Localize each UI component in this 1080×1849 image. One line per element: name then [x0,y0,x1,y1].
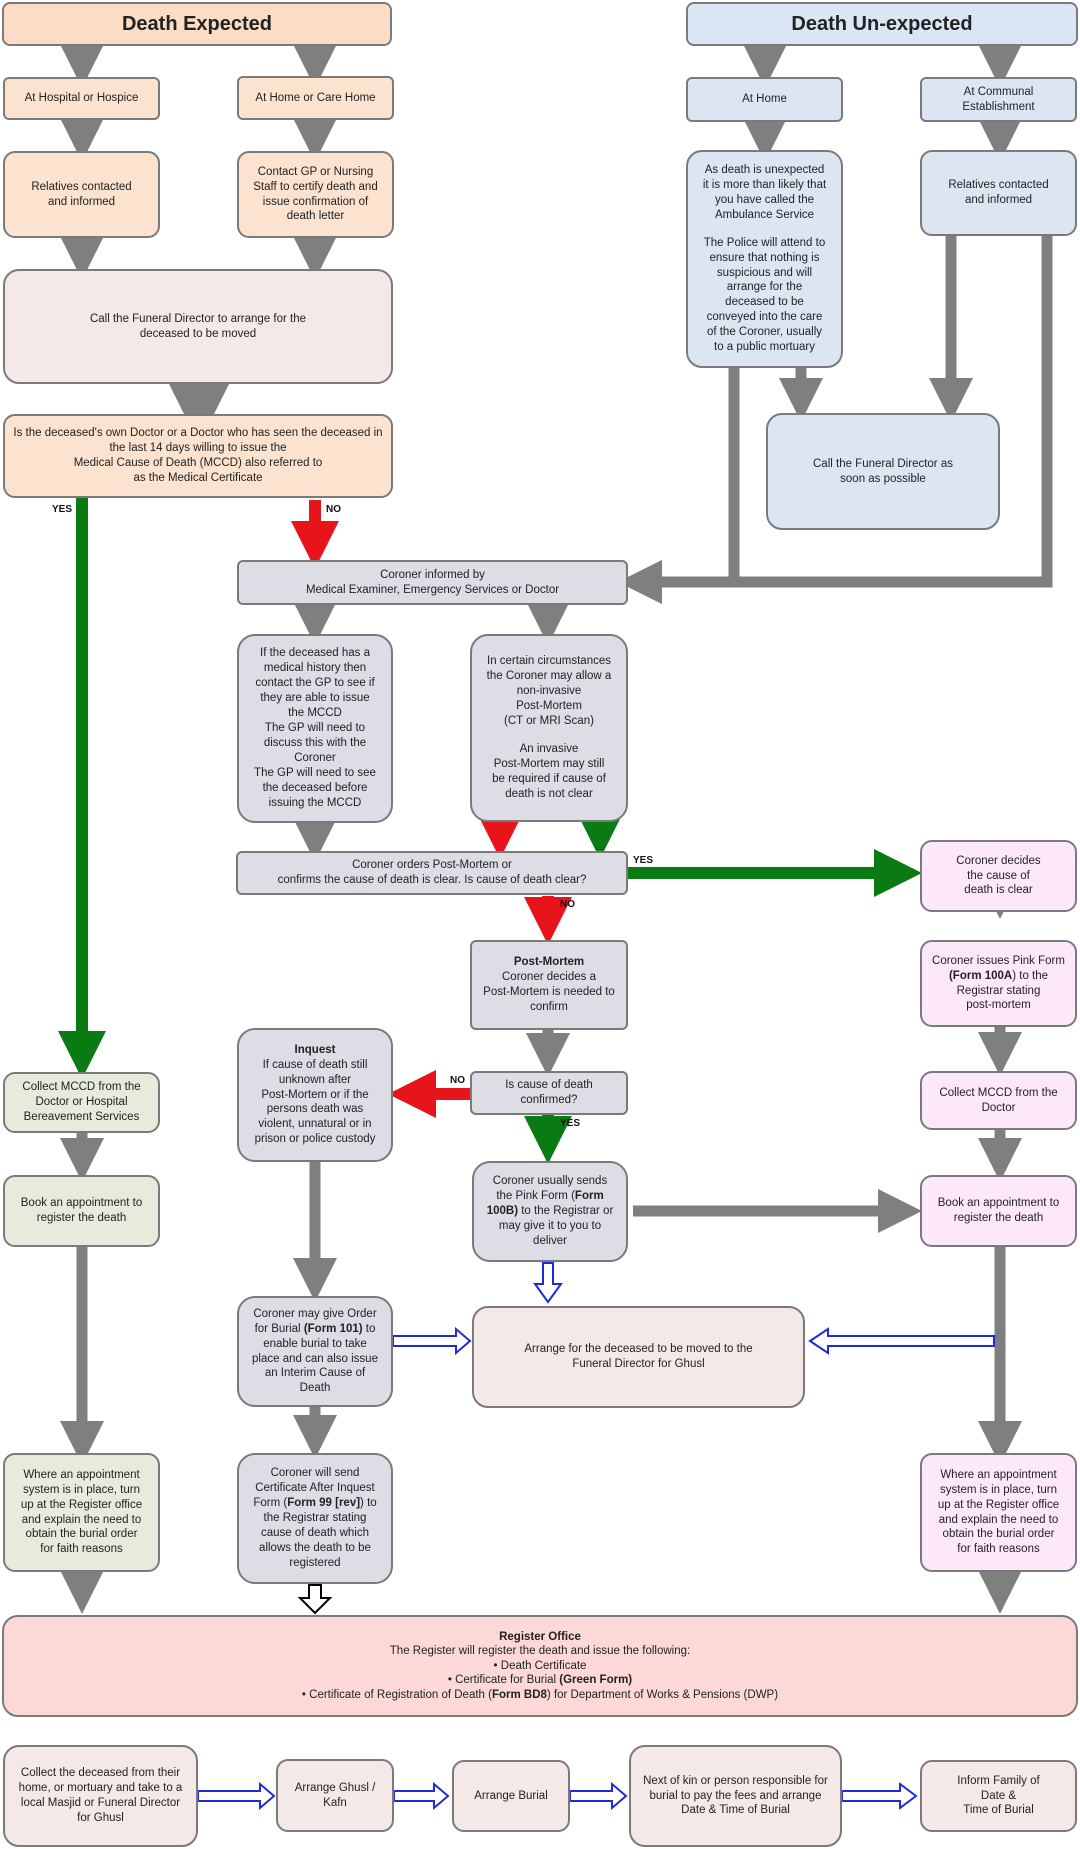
box-order-for-burial: Coroner may give Order for Burial (Form … [237,1296,393,1407]
box-pay-fees: Next of kin or person responsible for bu… [629,1745,842,1847]
arrow-ghusl-burial [393,1781,450,1811]
arrow-certificate-register [297,1584,333,1615]
box-inform-family: Inform Family of Date & Time of Burial [920,1760,1077,1832]
box-pink-form-100a: Coroner issues Pink Form (Form 100A) to … [920,940,1077,1027]
box-collect-deceased: Collect the deceased from their home, or… [3,1745,198,1847]
box-walkin-left: Where an appointment system is in place,… [3,1453,160,1572]
box-at-home-unexpected: At Home [686,77,843,122]
box-book-appointment-right: Book an appointment to register the deat… [920,1175,1077,1247]
label-yes-mccd: YES [52,504,73,515]
arrow-collect-ghusl [197,1781,276,1811]
arrow-pink-ghusl [533,1262,563,1304]
box-walkin-right: Where an appointment system is in place,… [920,1453,1077,1572]
box-collect-mccd-doctor: Collect MCCD from the Doctor [920,1071,1077,1130]
box-doctor-question: Is the deceased's own Doctor or a Doctor… [3,414,393,498]
box-medical-history: If the deceased has a medical history th… [237,634,393,823]
box-arrange-burial: Arrange Burial [452,1760,570,1832]
box-cause-confirmed: Is cause of death confirmed? [470,1071,628,1115]
box-call-fd-unexpected: Call the Funeral Director as soon as pos… [766,413,1000,530]
box-contact-gp: Contact GP or Nursing Staff to certify d… [237,151,394,238]
arrow-fees-inform [841,1782,918,1810]
label-yes-clear: YES [633,855,654,866]
box-coroner-informed: Coroner informed by Medical Examiner, Em… [237,560,628,605]
arrow-relatives-coroner [618,236,1053,604]
box-post-mortem: Post-Mortem Coroner decides a Post-Morte… [470,940,628,1030]
label-no-mccd: NO [326,504,341,515]
box-non-invasive-pm: In certain circumstances the Coroner may… [470,634,628,822]
header-death-expected: Death Expected [2,2,392,46]
box-certificate-after-inquest: Coroner will send Certificate After Inqu… [237,1453,393,1584]
arrow-right-ghusl [808,1327,995,1355]
box-pink-form-100b: Coroner usually sends the Pink Form (For… [472,1161,628,1262]
arrow-ambulance-coroner [618,368,740,604]
label-no-clear: NO [560,899,575,910]
box-arrange-ghusl-kafn: Arrange Ghusl / Kafn [276,1759,394,1832]
arrow-burial-ghusl [392,1326,472,1356]
box-communal-establishment: At Communal Establishment [920,77,1077,122]
box-relatives-unexpected: Relatives contacted and informed [920,150,1077,236]
box-ambulance-police: As death is unexpected it is more than l… [686,150,843,368]
box-arrange-ghusl-move: Arrange for the deceased to be moved to … [472,1306,805,1408]
box-inquest: Inquest If cause of death still unknown … [237,1028,393,1162]
box-at-hospital: At Hospital or Hospice [3,77,160,120]
box-relatives-contacted: Relatives contacted and informed [3,151,160,238]
label-no-confirmed: NO [450,1075,465,1086]
header-death-unexpected: Death Un-expected [686,2,1078,46]
arrow-burial-fees [569,1781,628,1811]
box-collect-mccd-hospital: Collect MCCD from the Doctor or Hospital… [3,1072,160,1133]
box-coroner-decides-clear: Coroner decides the cause of death is cl… [920,840,1077,912]
box-book-appointment-left: Book an appointment to register the deat… [3,1175,160,1247]
box-coroner-orders: Coroner orders Post-Mortem or confirms t… [236,851,628,895]
box-register-office: Register Office The Register will regist… [2,1615,1078,1717]
label-yes-confirmed: YES [560,1118,581,1129]
box-at-home-care: At Home or Care Home [237,76,394,120]
box-call-funeral-director: Call the Funeral Director to arrange for… [3,269,393,384]
